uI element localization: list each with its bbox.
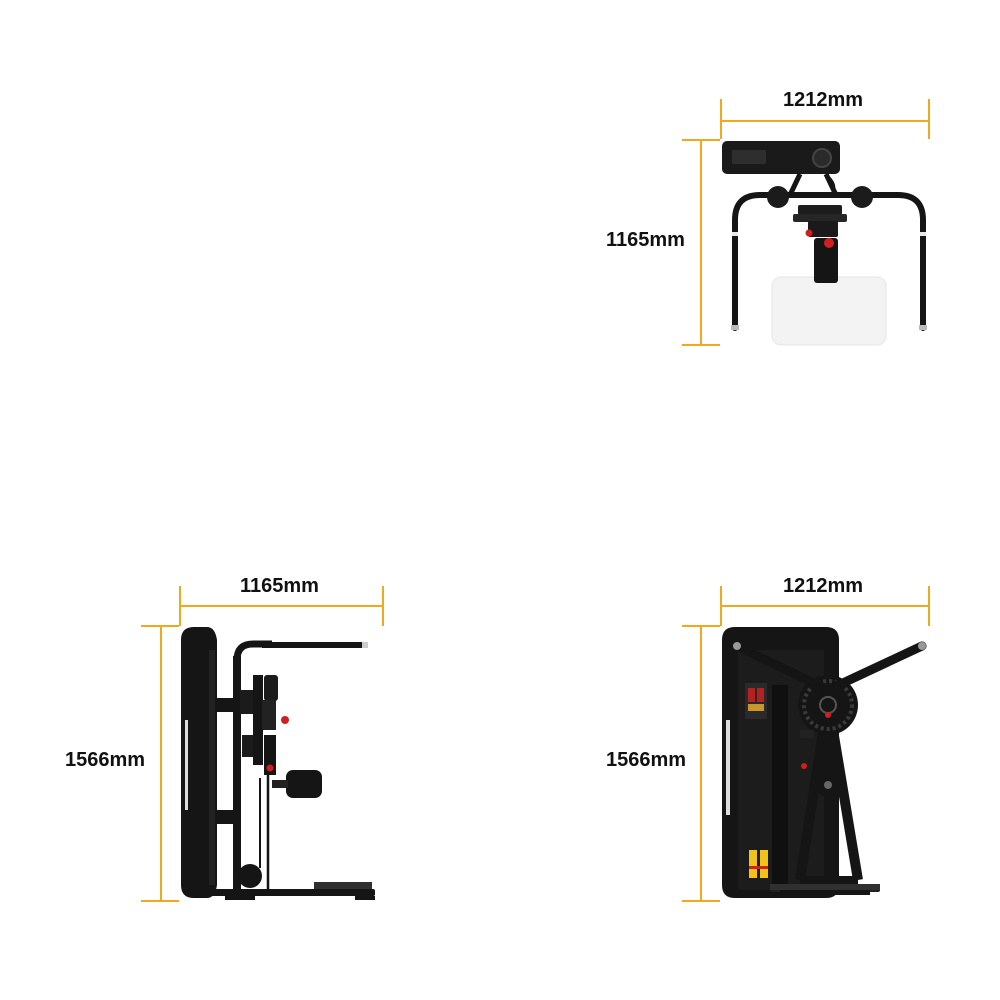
- side-view-height-line: [160, 626, 162, 901]
- side-view-height-tick-bottom: [141, 900, 179, 902]
- side-roller-pad: [286, 770, 322, 798]
- weight-tag-right: [760, 850, 768, 878]
- roller-pad: [814, 238, 838, 283]
- top-view-depth-label: 1165mm: [606, 229, 685, 251]
- front-view-width-tick-right: [928, 586, 930, 626]
- arm-left: [732, 641, 833, 695]
- pin-knob: [805, 229, 813, 237]
- side-column: [233, 656, 241, 891]
- side-view-width-tick-left: [179, 586, 181, 626]
- front-view-height-label: 1566mm: [606, 749, 687, 771]
- top-view-depth-tick-bottom: [682, 344, 720, 346]
- top-view-width-tick-right: [928, 99, 930, 139]
- side-view-width-line: [180, 605, 383, 607]
- side-view-width-tick-right: [382, 586, 384, 626]
- weight-tag-left: [749, 850, 757, 878]
- top-view-depth-tick-top: [682, 139, 720, 141]
- side-base: [205, 889, 375, 896]
- arm-right: [823, 641, 927, 695]
- front-view-width-line: [721, 605, 929, 607]
- weight-stack-guide: [772, 685, 788, 885]
- side-tower: [181, 627, 217, 898]
- side-pin-knob: [281, 716, 289, 724]
- top-view-depth-line: [700, 140, 702, 345]
- side-view-width-label: 1165mm: [240, 575, 319, 597]
- front-view-height-tick-bottom: [682, 900, 720, 902]
- side-top-bar: [262, 642, 366, 648]
- top-housing: [722, 141, 840, 174]
- top-view-width-line: [721, 120, 929, 122]
- top-view-width-label: 1212mm: [783, 89, 864, 111]
- front-view-width-label: 1212mm: [783, 575, 864, 597]
- side-view-height-label: 1566mm: [65, 749, 146, 771]
- front-view-height-line: [700, 626, 702, 901]
- u-frame: [732, 192, 926, 331]
- front-view-width-tick-left: [720, 586, 722, 626]
- top-view-width-tick-left: [720, 99, 722, 139]
- front-view-height-tick-top: [682, 625, 720, 627]
- side-view-height-tick-top: [141, 625, 179, 627]
